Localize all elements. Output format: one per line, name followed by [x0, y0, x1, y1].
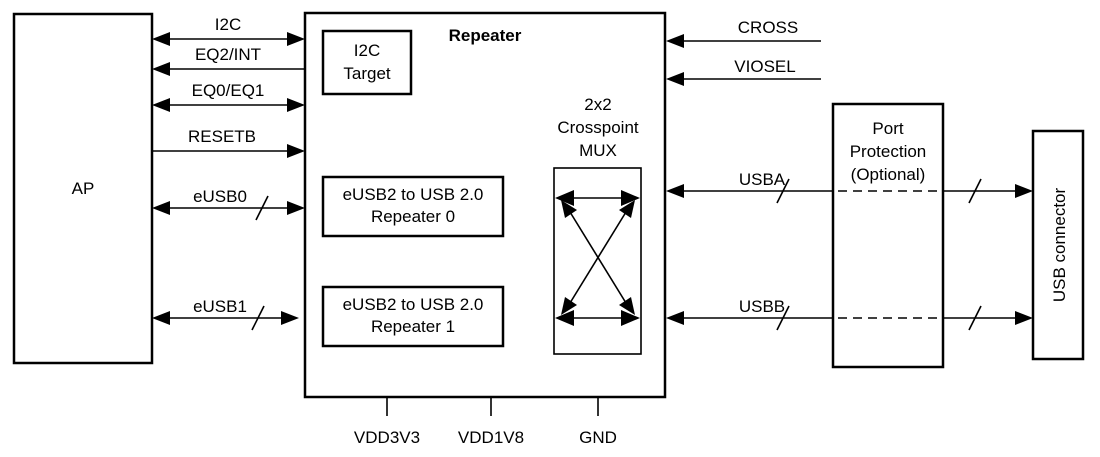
usba-arrowhead-right [1015, 184, 1033, 198]
eusb1-label: eUSB1 [193, 297, 247, 316]
port-protection-block [831, 102, 945, 369]
repeater1-label-line1: eUSB2 to USB 2.0 [343, 295, 484, 314]
mux-label-line2: Crosspoint [557, 118, 639, 137]
mux-arrowhead-cross-b2 [561, 297, 577, 315]
usbb-connector-bus-slash [968, 305, 982, 331]
usba-label: USBA [739, 170, 786, 189]
port-protection-label-line3: (Optional) [851, 165, 926, 184]
port-protection-label-line2: Protection [850, 142, 927, 161]
resetb-arrowhead [287, 144, 305, 158]
eq2-int-label: EQ2/INT [195, 45, 261, 64]
usbb-arrowhead-right [1015, 311, 1033, 325]
gnd-label: GND [579, 428, 617, 447]
eusb1-arrowhead-left [152, 311, 170, 325]
eusb0-arrowhead-left [152, 201, 170, 215]
usba-connector-bus-slash [968, 178, 982, 204]
ap-label: AP [72, 179, 95, 198]
usbb-arrowhead-left [666, 311, 684, 325]
eusb0-label: eUSB0 [193, 187, 247, 206]
repeater0-label-line2: Repeater 0 [371, 207, 455, 226]
resetb-label: RESETB [188, 127, 256, 146]
i2c-target-label-line1: I2C [354, 41, 380, 60]
mux-arrowhead-bl [555, 310, 574, 326]
eusb0-arrowhead-right [287, 201, 305, 215]
i2c-arrowhead-left [152, 32, 170, 46]
cross-arrowhead [666, 34, 684, 48]
usb-connector-label: USB connector [1050, 187, 1069, 302]
mux-arrowhead-cross-a2 [619, 297, 635, 315]
repeater0-label-line1: eUSB2 to USB 2.0 [343, 185, 484, 204]
repeater1-block [321, 285, 505, 348]
i2c-arrowhead-right [287, 32, 305, 46]
mux-label-line1: 2x2 [584, 95, 611, 114]
eusb0-bus-slash [255, 195, 269, 221]
usb-connector-block [1031, 129, 1085, 361]
viosel-arrowhead [666, 72, 684, 86]
eusb1-arrowhead-right [281, 311, 299, 325]
cross-label: CROSS [738, 18, 798, 37]
port-protection-label-line1: Port [872, 119, 903, 138]
mux-label-line3: MUX [579, 141, 617, 160]
mux-arrowhead-br [621, 310, 640, 326]
mux-arrowhead-tr [621, 190, 640, 206]
eq0-eq1-arrowhead-right [287, 98, 305, 112]
repeater-title: Repeater [449, 26, 522, 45]
repeater1-label-line2: Repeater 1 [371, 317, 455, 336]
eq2-int-arrowhead [152, 62, 170, 76]
i2c-label: I2C [215, 15, 241, 34]
mux-arrowhead-tl [555, 190, 574, 206]
i2c-target-label-line2: Target [343, 64, 391, 83]
eq0-eq1-arrowhead-left [152, 98, 170, 112]
usbb-label: USBB [739, 297, 785, 316]
i2c-target-block [321, 29, 413, 96]
ap-block [12, 12, 154, 365]
usba-arrowhead-left [666, 184, 684, 198]
mux-arrowhead-cross-a1 [561, 200, 577, 218]
eq0-eq1-label: EQ0/EQ1 [192, 81, 265, 100]
eusb1-bus-slash [251, 305, 265, 331]
repeater0-block [321, 175, 505, 238]
usbb-bus-slash [776, 305, 790, 331]
viosel-label: VIOSEL [734, 57, 795, 76]
vdd1v8-label: VDD1V8 [458, 428, 524, 447]
mux-path-cross-b [569, 211, 627, 304]
mux-arrowhead-cross-b1 [619, 200, 635, 218]
usba-bus-slash [776, 178, 790, 204]
vdd3v3-label: VDD3V3 [354, 428, 420, 447]
